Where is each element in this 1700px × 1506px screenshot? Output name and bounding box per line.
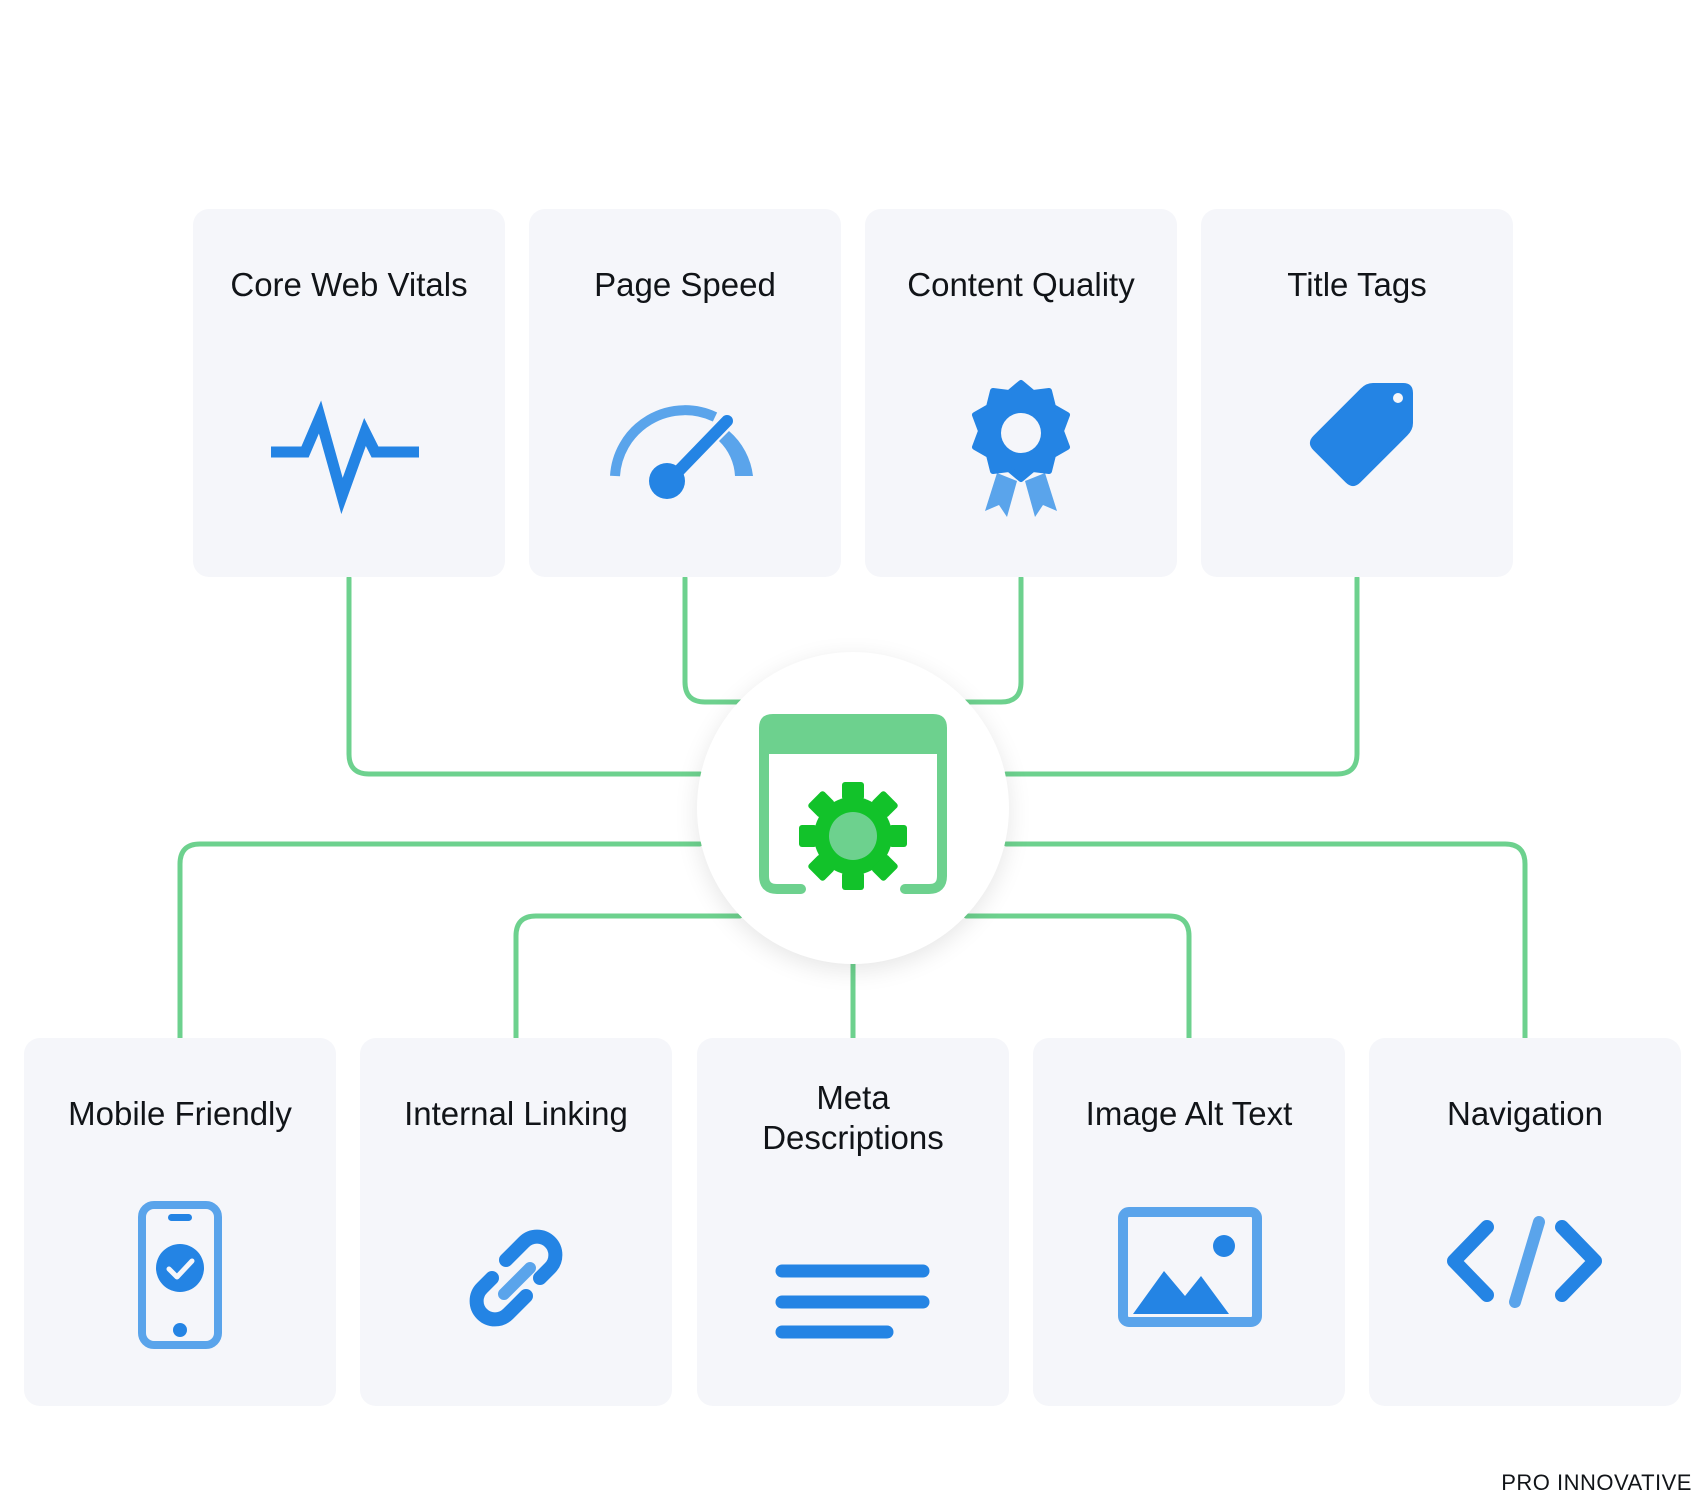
connector-navigation	[1003, 841, 1528, 1041]
connector-content-quality	[963, 575, 1024, 705]
connector-mobile-friendly	[177, 841, 703, 1041]
card-title: Image Alt Text	[1085, 1095, 1293, 1132]
image-icon	[1118, 1207, 1262, 1327]
card-title: Internal Linking	[404, 1095, 628, 1132]
card-mobile-friendly: Mobile Friendly	[24, 1038, 336, 1406]
connector-image-alt-text	[963, 913, 1192, 1041]
hub-circle	[697, 652, 1009, 964]
tag-icon	[1310, 383, 1413, 486]
card-core-web-vitals: Core Web Vitals	[193, 209, 505, 577]
card-title: Content Quality	[907, 266, 1135, 303]
card-title: Core Web Vitals	[230, 266, 468, 303]
pulse-icon	[271, 400, 419, 515]
card-title-tags: Title Tags	[1201, 209, 1513, 577]
card-image-alt-text: Image Alt Text	[1033, 1038, 1345, 1406]
card-title: Meta Descriptions	[762, 1079, 944, 1156]
card-title: Page Speed	[594, 266, 776, 303]
connector-page-speed	[682, 575, 743, 705]
connector-core-web-vitals	[346, 575, 703, 777]
mobile-check-icon	[138, 1201, 222, 1349]
card-internal-linking: Internal Linking	[360, 1038, 672, 1406]
browser-gear-icon	[759, 714, 947, 894]
connector-internal-linking	[513, 913, 743, 1041]
link-icon	[469, 1229, 563, 1327]
card-title: Navigation	[1447, 1095, 1603, 1132]
card-title: Mobile Friendly	[68, 1095, 292, 1132]
brand-label: PRO INNOVATIVE	[1501, 1470, 1692, 1495]
code-icon	[1447, 1216, 1602, 1308]
text-lines-icon	[775, 1264, 930, 1339]
card-meta-descriptions: Meta Descriptions	[697, 1038, 1009, 1406]
connector-title-tags	[1003, 575, 1360, 777]
card-content-quality: Content Quality	[865, 209, 1177, 577]
speedometer-icon	[610, 405, 753, 499]
card-page-speed: Page Speed	[529, 209, 841, 577]
card-navigation: Navigation	[1369, 1038, 1681, 1406]
award-badge-icon	[972, 380, 1070, 517]
card-title: Title Tags	[1287, 266, 1427, 303]
